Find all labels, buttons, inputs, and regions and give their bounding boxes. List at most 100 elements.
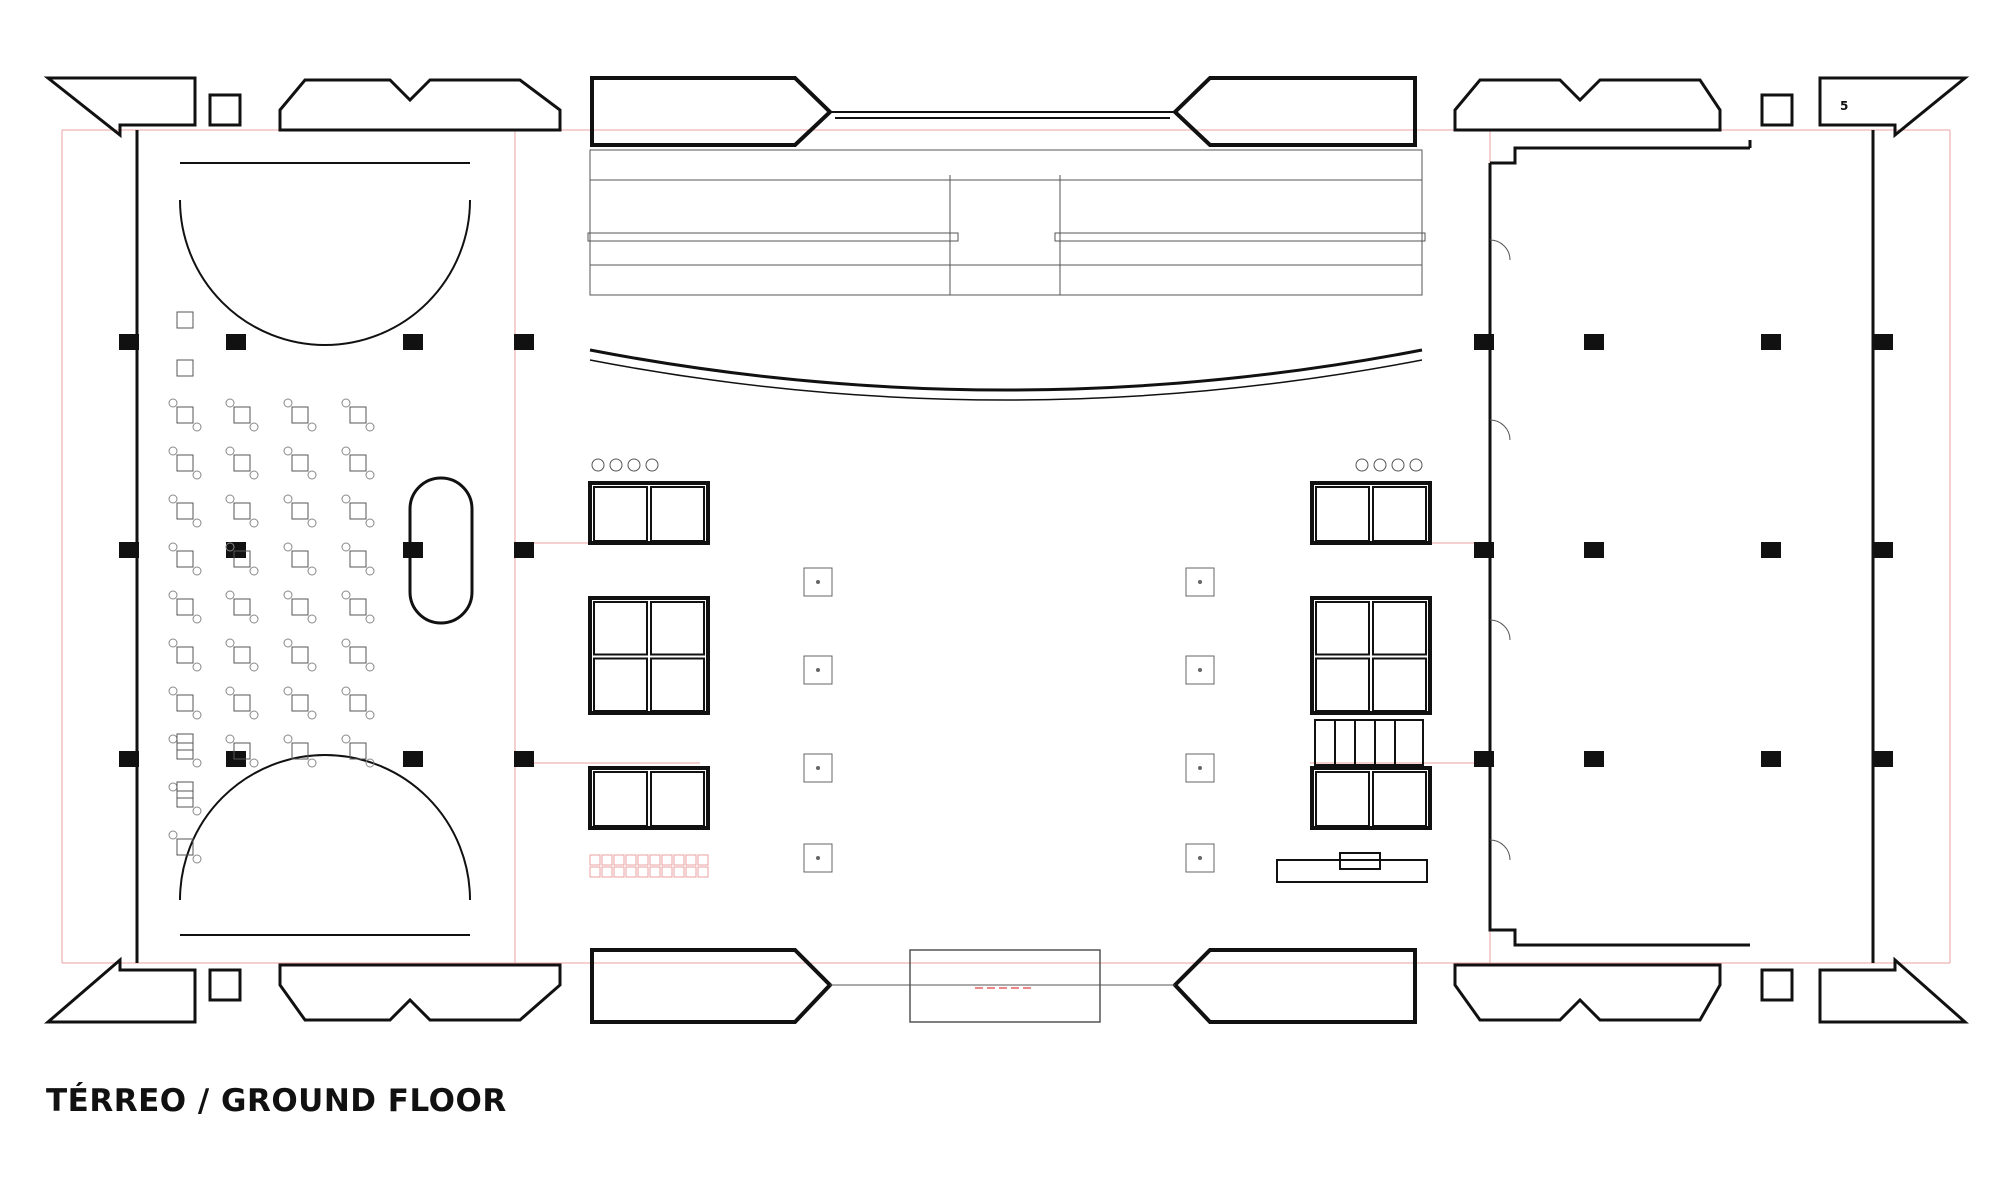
column-icon [514, 542, 534, 558]
column-marker [1185, 655, 1215, 685]
table-icon [176, 646, 194, 664]
column-marker-dot [816, 580, 820, 584]
chair-icon [365, 566, 375, 576]
elevator-icon [650, 771, 705, 827]
column-icon [1761, 334, 1781, 350]
chair-icon [249, 758, 259, 768]
door-swing-icon [1489, 239, 1511, 261]
chair-icon [192, 758, 202, 768]
column-icon [1873, 334, 1893, 350]
column-icon [403, 542, 423, 558]
elevator-icon [650, 486, 705, 542]
stair-cores-bottom [590, 948, 1417, 1024]
seat-icon [637, 854, 649, 866]
elevator-core [1310, 596, 1432, 715]
table-icon [349, 694, 367, 712]
seat-icon [625, 854, 637, 866]
seat-icon [589, 854, 601, 866]
column-marker-dot [816, 668, 820, 672]
column-icon [1873, 751, 1893, 767]
seat-icon [673, 854, 685, 866]
table-icon [176, 742, 194, 760]
column-icon [226, 334, 246, 350]
table-icon [291, 406, 309, 424]
column-marker-dot [1198, 856, 1202, 860]
seat-icon [685, 866, 697, 878]
table-icon [349, 646, 367, 664]
chair-icon [249, 470, 259, 480]
bollard-icon [645, 458, 659, 472]
seat-icon [661, 854, 673, 866]
elevator-icon [1372, 486, 1427, 542]
table-icon [233, 598, 251, 616]
column-icon [1584, 334, 1604, 350]
counter-left-top [179, 162, 471, 346]
seat-icon [625, 866, 637, 878]
column-icon [1761, 751, 1781, 767]
chair-icon [168, 590, 178, 600]
chair-icon [283, 638, 293, 648]
elevator-icon [1372, 601, 1427, 656]
bollard-icon [1373, 458, 1387, 472]
door-swing-icon [1489, 839, 1511, 861]
chair-icon [168, 398, 178, 408]
chair-icon [283, 590, 293, 600]
elevator-core [588, 481, 710, 545]
elevator-icon [1372, 771, 1427, 827]
table-icon [349, 406, 367, 424]
elevator-icon [1315, 657, 1370, 712]
chair-icon [225, 638, 235, 648]
table-icon [176, 406, 194, 424]
chair-icon [168, 446, 178, 456]
chair-icon [283, 398, 293, 408]
chair-icon [192, 470, 202, 480]
chair-icon [192, 614, 202, 624]
table-icon [176, 733, 194, 751]
table-icon [233, 406, 251, 424]
escalator [1314, 719, 1424, 766]
column-marker-dot [1198, 766, 1202, 770]
elevator-core [1310, 481, 1432, 545]
elevator-icon [1315, 486, 1370, 542]
seat-icon [601, 854, 613, 866]
chair-icon [341, 494, 351, 504]
chair-icon [225, 494, 235, 504]
column-icon [1474, 334, 1494, 350]
chair-icon [341, 686, 351, 696]
seat-icon [649, 854, 661, 866]
table-icon [349, 454, 367, 472]
column-marker [803, 843, 833, 873]
elevator-icon [593, 486, 648, 542]
elevator-icon [593, 601, 648, 656]
chair-icon [249, 518, 259, 528]
door-swing-icon [1489, 419, 1511, 441]
table-icon [233, 694, 251, 712]
seat-icon [601, 866, 613, 878]
column-icon [119, 542, 139, 558]
table-icon [291, 502, 309, 520]
chair-icon [307, 758, 317, 768]
chair-icon [249, 422, 259, 432]
chair-icon [225, 398, 235, 408]
chair-icon [307, 470, 317, 480]
table-icon [349, 742, 367, 760]
seat-icon [697, 854, 709, 866]
restrooms-bottom [278, 963, 1722, 1022]
table-icon [291, 598, 309, 616]
column-icon [514, 751, 534, 767]
table-icon [233, 550, 251, 568]
chair-icon [341, 734, 351, 744]
table-icon [233, 646, 251, 664]
bollard-icon [1355, 458, 1369, 472]
chair-icon [341, 398, 351, 408]
table-icon [233, 742, 251, 760]
column-marker [1185, 567, 1215, 597]
column-icon [1761, 542, 1781, 558]
column-icon [226, 542, 246, 558]
chair-icon [192, 662, 202, 672]
table-icon [291, 694, 309, 712]
seat-icon [685, 854, 697, 866]
grid-lines [61, 129, 1951, 964]
chair-icon [307, 662, 317, 672]
elevator-icon [1315, 771, 1370, 827]
